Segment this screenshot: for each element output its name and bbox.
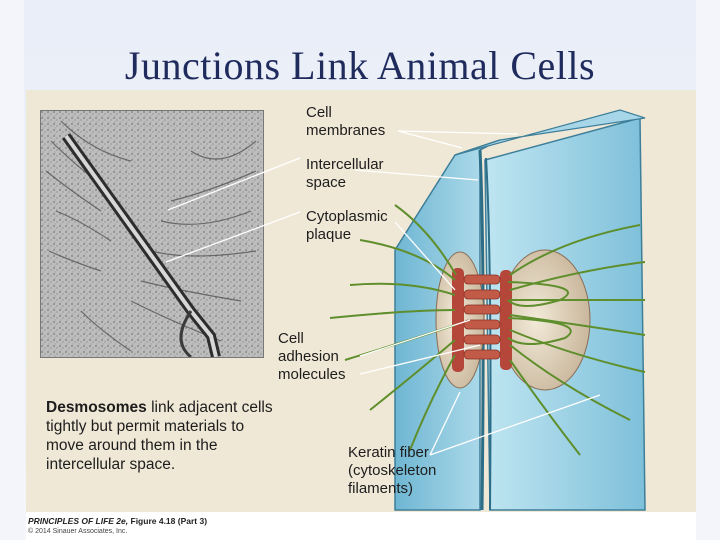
credit-strip <box>26 512 696 540</box>
label-keratin-fiber: Keratin fiber (cytoskeleton filaments) <box>348 444 437 497</box>
slide-left-margin <box>0 0 24 540</box>
right-cytoplasmic-plaque <box>500 270 512 370</box>
electron-micrograph <box>40 110 264 358</box>
credit-line: PRINCIPLES OF LIFE 2e, Figure 4.18 (Part… <box>28 516 208 526</box>
keratin-fibers-right <box>507 224 646 456</box>
label-cell-adhesion-molecules: Cell adhesion molecules <box>278 330 346 383</box>
label-intercellular-space: Intercellular space <box>306 156 384 191</box>
slide-title: Junctions Link Animal Cells <box>124 43 596 88</box>
label-cell-membranes: Cell membranes <box>306 104 386 139</box>
figure-caption: Desmosomes link adjacent cells tightly b… <box>46 398 286 474</box>
copyright-line: © 2014 Sinauer Associates, Inc. <box>28 528 128 535</box>
caption-term: Desmosomes <box>46 399 147 416</box>
slide-right-margin <box>696 0 720 540</box>
cell-adhesion-molecules <box>463 274 501 360</box>
leader-lines <box>165 130 601 456</box>
label-cytoplasmic-plaque: Cytoplasmic plaque <box>306 208 388 243</box>
caption-text: link adjacent cells tightly but permit m… <box>46 399 273 473</box>
